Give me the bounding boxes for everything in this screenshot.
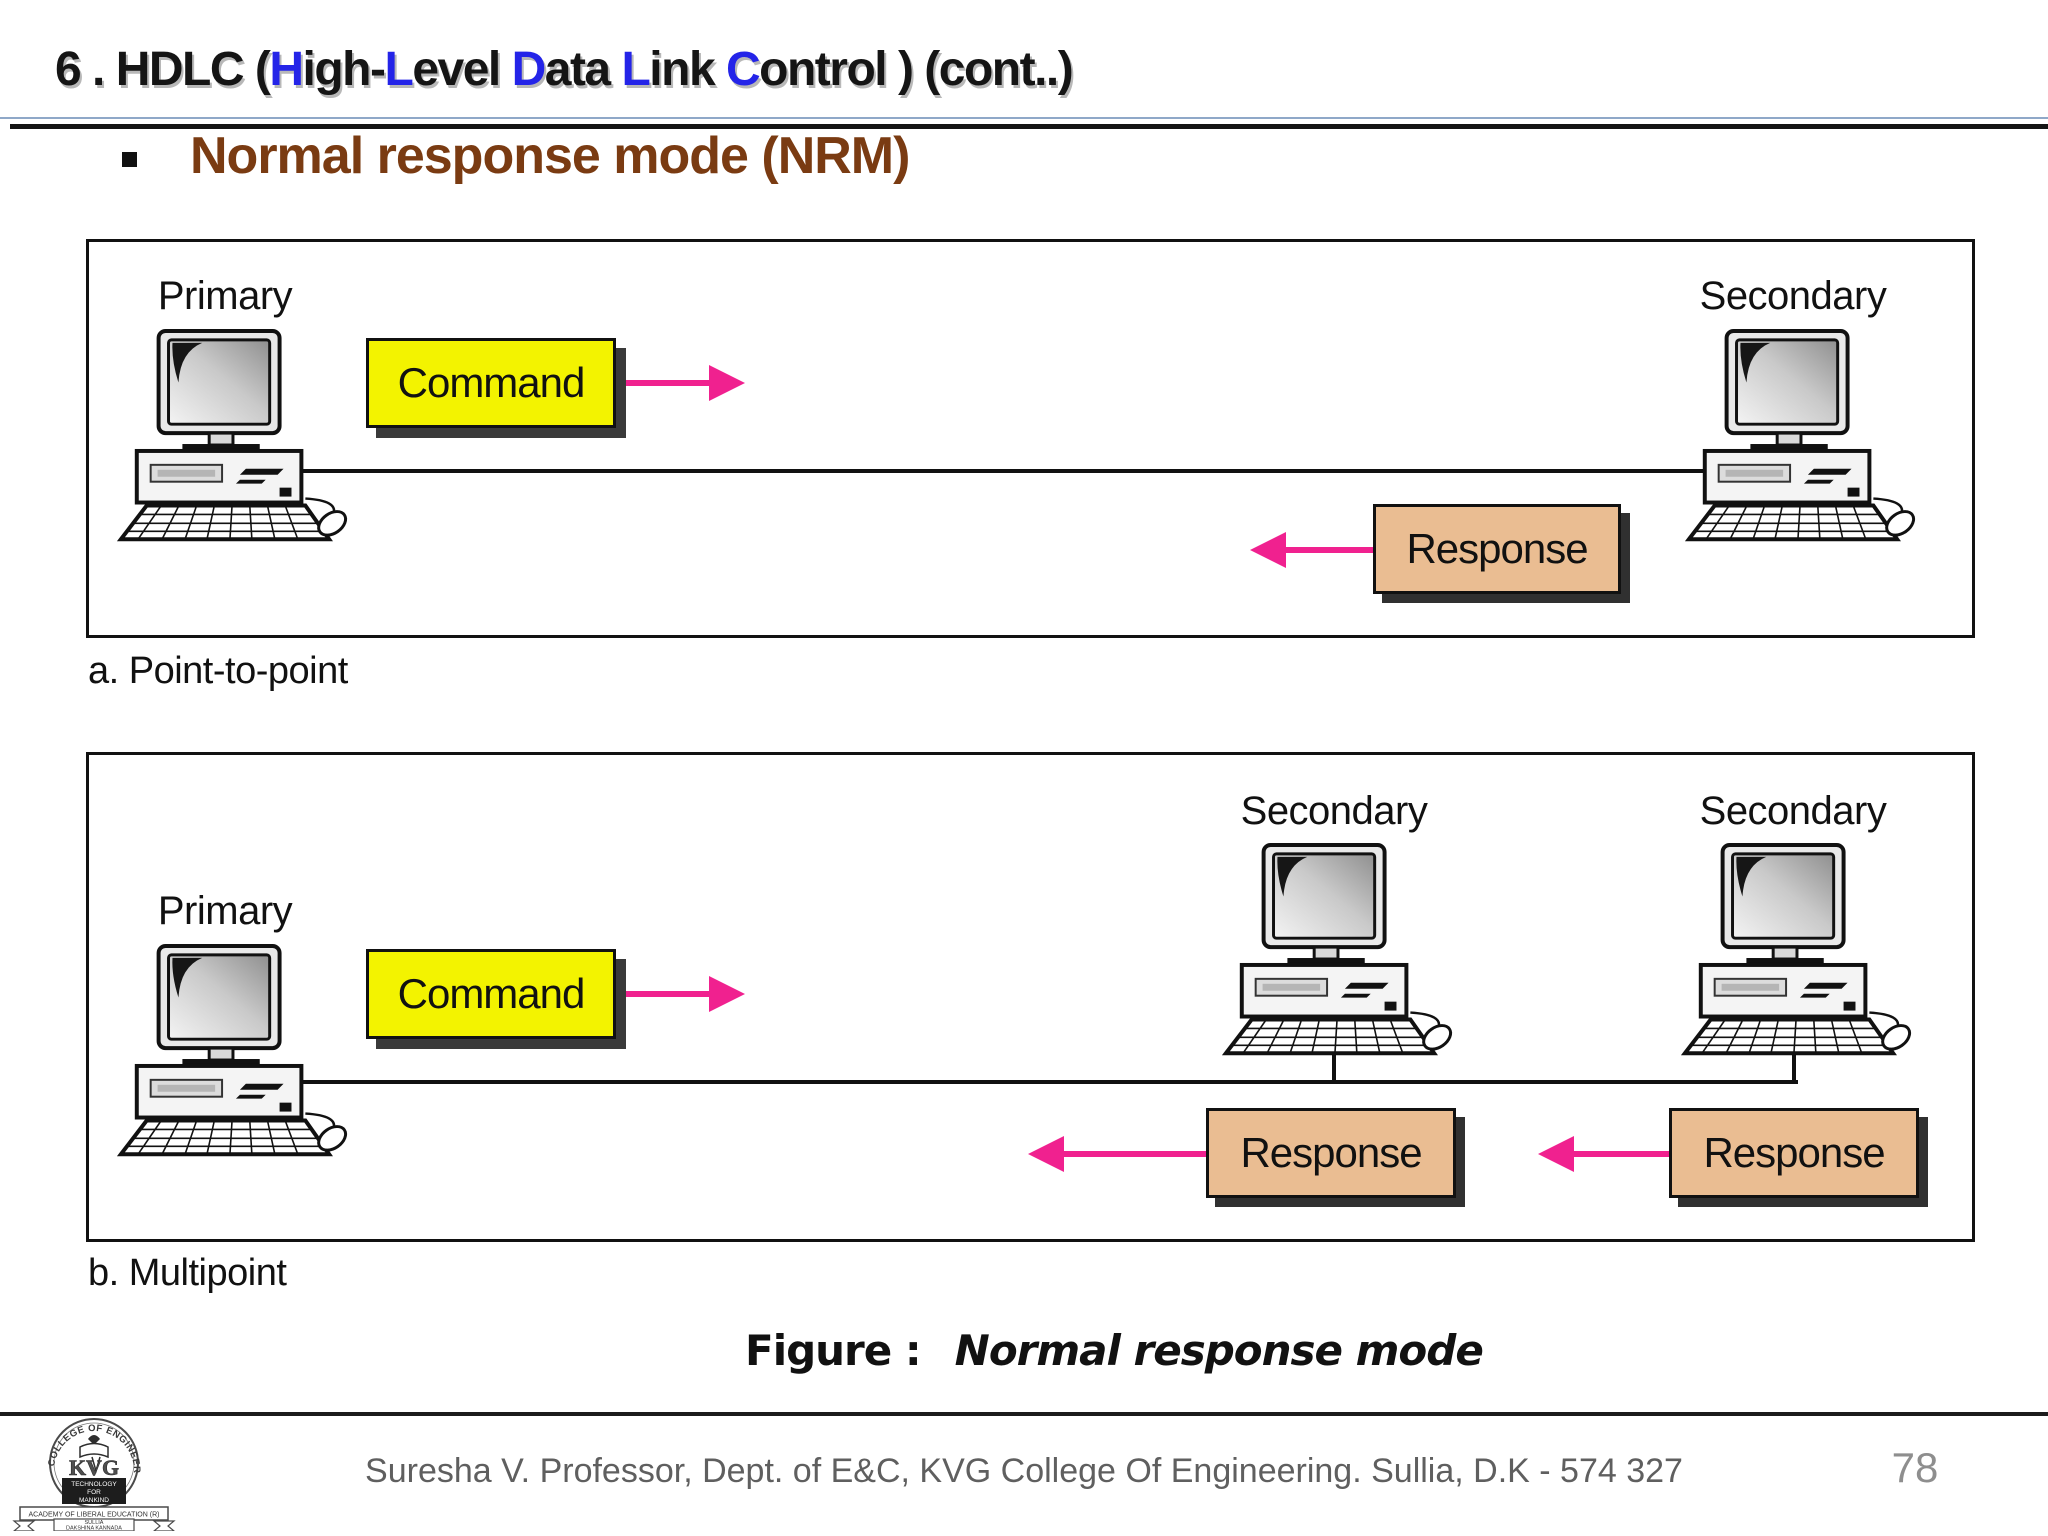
arrow-shaft (626, 380, 709, 386)
link-cable-a (301, 469, 1713, 473)
arrow-shaft (1286, 547, 1373, 553)
primary-label-a: Primary (157, 274, 293, 318)
diagram-b-caption: b. Multipoint (88, 1252, 287, 1294)
arrow-shaft (1064, 1151, 1206, 1157)
page-number: 78 (1891, 1444, 1939, 1491)
slide-title: 6 . HDLC (High-Level Data Link Control )… (55, 43, 1074, 96)
drop-line-secondary2 (1792, 1050, 1796, 1082)
kvg-college-logo: KVG COLLEGE OF ENGINEERING KVG TECHNOLOG… (4, 1409, 180, 1532)
svg-text:SULLIA: SULLIA (85, 1520, 104, 1526)
desktop-computer-illustration (116, 943, 348, 1157)
command-arrow-a (626, 363, 745, 403)
svg-text:TECHNOLOGY: TECHNOLOGY (71, 1481, 117, 1488)
response-box-b1: Response (1206, 1108, 1456, 1198)
bullet-square (122, 152, 137, 167)
secondary-computer-a (1679, 328, 1917, 546)
section-heading: Normal response mode (NRM) (190, 127, 910, 185)
response-box-b1-label: Response (1240, 1129, 1422, 1176)
title-underline (10, 124, 2048, 129)
command-arrow-b (626, 974, 745, 1014)
arrow-shaft (626, 991, 709, 997)
diagram-a-frame: Primary (86, 239, 1975, 638)
desktop-computer-illustration (1680, 842, 1912, 1056)
command-box-a: Command (366, 338, 616, 428)
footer-divider (0, 1412, 2048, 1416)
drop-line-secondary1 (1332, 1050, 1336, 1082)
footer-credit: Suresha V. Professor, Dept. of E&C, KVG … (365, 1452, 1683, 1490)
secondary2-label-b: Secondary (1699, 789, 1887, 833)
kvg-college-logo-art: KVG COLLEGE OF ENGINEERING KVG TECHNOLOG… (4, 1409, 176, 1532)
svg-text:KVG: KVG (69, 1455, 119, 1480)
desktop-computer-illustration (116, 328, 348, 542)
svg-text:FOR: FOR (87, 1489, 101, 1496)
command-box-b-label: Command (397, 970, 586, 1017)
diagram-b-frame: Primary (86, 752, 1975, 1242)
desktop-computer-illustration (1221, 842, 1453, 1056)
diagram-a-caption: a. Point-to-point (88, 650, 348, 692)
figure-caption: Figure : Normal response mode (745, 1326, 1484, 1375)
response-box-b2: Response (1669, 1108, 1919, 1198)
arrow-shaft (1574, 1151, 1669, 1157)
response-arrow-b2 (1538, 1134, 1669, 1174)
arrow-right-icon (709, 365, 745, 401)
svg-text:ACADEMY OF LIBERAL EDUCATION (: ACADEMY OF LIBERAL EDUCATION (R) (29, 1512, 160, 1519)
arrow-left-icon (1250, 532, 1286, 568)
desktop-computer-illustration (1684, 328, 1916, 542)
arrow-left-icon (1028, 1136, 1064, 1172)
arrow-right-icon (709, 976, 745, 1012)
svg-text:DAKSHINA KANNADA: DAKSHINA KANNADA (66, 1526, 122, 1532)
secondary1-computer-b (1216, 842, 1454, 1060)
bus-cable-b (301, 1080, 1798, 1084)
response-box-a-label: Response (1406, 525, 1588, 572)
response-arrow-b1 (1028, 1134, 1206, 1174)
secondary1-label-b: Secondary (1240, 789, 1428, 833)
response-arrow-a (1250, 530, 1373, 570)
primary-computer-a (111, 328, 349, 546)
response-box-b2-label: Response (1703, 1129, 1885, 1176)
primary-label-b: Primary (157, 889, 293, 933)
figure-caption-label: Figure : (745, 1326, 922, 1375)
command-box-a-label: Command (397, 359, 586, 406)
primary-computer-b (111, 943, 349, 1161)
response-box-a: Response (1373, 504, 1621, 594)
command-box-b: Command (366, 949, 616, 1039)
secondary2-computer-b (1675, 842, 1913, 1060)
figure-caption-title: Normal response mode (954, 1326, 1484, 1375)
secondary-label-a: Secondary (1699, 274, 1887, 318)
title-underline-accent (0, 117, 2048, 119)
svg-text:MANKIND: MANKIND (79, 1497, 109, 1504)
arrow-left-icon (1538, 1136, 1574, 1172)
